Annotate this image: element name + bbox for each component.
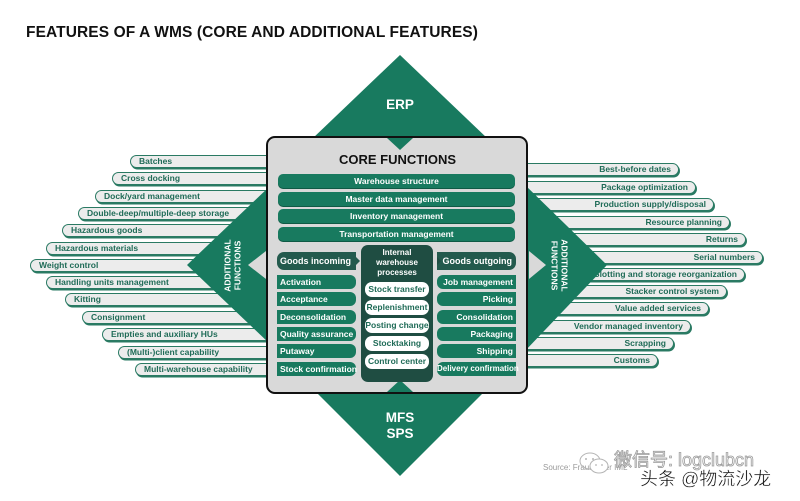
goods-incoming-item: Stock confirmation (277, 362, 357, 376)
core-functions-title: CORE FUNCTIONS (339, 152, 456, 167)
right-additional-item: Resource planning (522, 216, 730, 229)
right-additional-item: Vendor managed inventory (522, 320, 691, 333)
wechat-watermark: 微信号: logclubcn (614, 450, 755, 471)
right-additional-item: Scrapping (522, 337, 674, 350)
goods-incoming-item: Putaway (277, 344, 356, 358)
right-additional-label: ADDITIONAL FUNCTIONS (550, 226, 570, 306)
left-additional-label: ADDITIONAL FUNCTIONS (223, 226, 243, 306)
right-additional-item: Best-before dates (522, 163, 679, 176)
goods-incoming-header: Goods incoming (277, 252, 356, 270)
left-additional-item: Consignment (82, 311, 276, 324)
internal-process-item: Replenishment (365, 300, 429, 315)
source-credit: Source: Fraunhofer IML (543, 463, 628, 472)
additional-label-line2: FUNCTIONS (232, 240, 242, 291)
goods-incoming-item: Deconsolidation (277, 310, 356, 324)
internal-title-line: processes (377, 268, 417, 277)
left-additional-item: Batches (130, 155, 276, 168)
left-additional-item: (Multi-)client capability (118, 346, 276, 359)
mfs-label: MFS (385, 410, 415, 425)
left-additional-item: Dock/yard management (95, 190, 276, 203)
wechat-icon (579, 452, 609, 474)
right-additional-item: Value added services (522, 302, 709, 315)
right-additional-triangle (524, 184, 607, 352)
right-additional-item: Package optimization (522, 181, 696, 194)
right-notch (529, 251, 546, 279)
goods-incoming-item: Quality assurance (277, 327, 356, 341)
goods-incoming-item: Activation (277, 275, 356, 289)
goods-outgoing-item: Shipping (437, 344, 516, 358)
goods-outgoing-item: Delivery confirmation (437, 362, 519, 376)
core-bar: Inventory management (278, 209, 515, 223)
core-bar: Transportation management (278, 227, 515, 241)
internal-title-line: warehouse (376, 258, 418, 267)
mfs-notch (387, 380, 413, 392)
additional-label-line1: ADDITIONAL (559, 239, 570, 292)
internal-title-line: Internal (382, 248, 412, 257)
arrow-right-icon (356, 257, 360, 265)
left-additional-item: Multi-warehouse capability (135, 363, 276, 376)
erp-label: ERP (386, 97, 414, 112)
arrow-right-icon (437, 257, 441, 265)
internal-process-item: Stocktaking (365, 336, 429, 351)
additional-label-line2: FUNCTIONS (550, 240, 560, 291)
goods-outgoing-item: Picking (437, 292, 516, 306)
internal-process-item: Posting change (365, 318, 429, 333)
goods-outgoing-item: Consolidation (437, 310, 516, 324)
core-bar: Warehouse structure (278, 174, 515, 188)
right-additional-item: Customs (522, 354, 658, 367)
goods-incoming-item: Acceptance (277, 292, 356, 306)
erp-notch (387, 138, 413, 150)
internal-process-item: Control center (365, 354, 429, 369)
left-additional-item: Cross docking (112, 172, 276, 185)
left-additional-item: Double-deep/multiple-deep storage (78, 207, 276, 220)
mfs-sps-triangle (314, 390, 486, 476)
left-additional-item: Empties and auxiliary HUs (102, 328, 276, 341)
sps-label: SPS (386, 426, 414, 441)
right-additional-item: Production supply/disposal (522, 198, 714, 211)
goods-outgoing-item: Job management (437, 275, 516, 289)
core-bar: Master data management (278, 192, 515, 206)
goods-outgoing-header: Goods outgoing (437, 252, 516, 270)
goods-outgoing-item: Packaging (437, 327, 516, 341)
internal-process-item: Stock transfer (365, 282, 429, 297)
toutiao-watermark: 头条 @物流沙龙 (640, 469, 772, 489)
left-additional-triangle (187, 186, 270, 344)
diagram-title: FEATURES OF A WMS (CORE AND ADDITIONAL F… (26, 24, 478, 41)
erp-triangle (312, 55, 488, 139)
left-notch (248, 251, 266, 279)
